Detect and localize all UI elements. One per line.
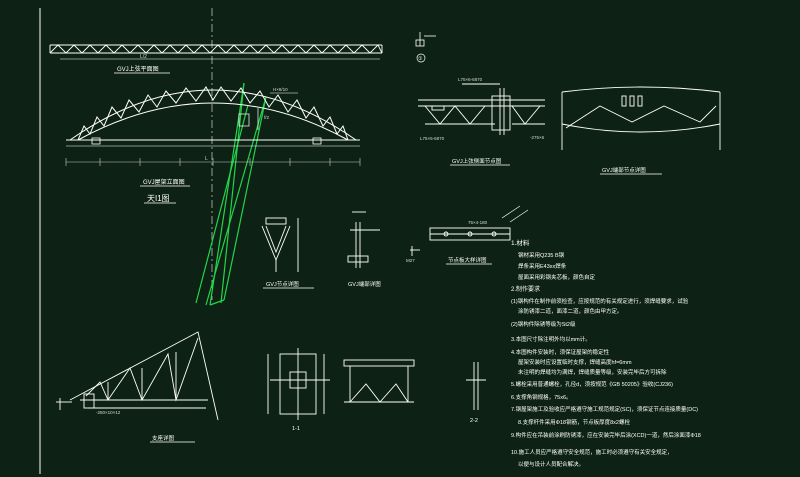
note-10: 10.施工人员应严格遵守安全规范，施工时必须遵守有关安全规定， xyxy=(511,448,673,456)
section-label: 天I1图 xyxy=(147,194,170,203)
section-1-1 xyxy=(267,348,330,420)
support-detail-title: GVJ端部详图 xyxy=(348,280,381,288)
total-span-dim: L xyxy=(205,156,208,162)
section-2-2-title: 2-2 xyxy=(470,418,478,424)
note-5: 5.螺栓采用普通螺栓，孔径d，须按规范《GB 50205》验收(CJ236) xyxy=(511,380,673,388)
note-2c: (2)钢构件除锈等级为St2级 xyxy=(511,320,576,328)
profile-view-title: GVJ端部节点详图 xyxy=(602,166,646,174)
side-connection-view xyxy=(418,83,545,135)
note-8: 8.支撑杆件采用Φ18钢筋，节点板厚度8x2螺栓 xyxy=(518,418,630,426)
note-4b: 未注明的焊缝均为满焊，焊缝质量等级，安装完毕后方可拆除 xyxy=(518,368,667,376)
note-4: 4.本图构件安装时，须保证屋架的稳定性 xyxy=(511,348,610,356)
note-4a: 屋架安装时应设置临时支撑，焊缝高度hf=6mm xyxy=(518,358,632,366)
bolt-dim: M27 xyxy=(406,258,415,263)
section-2-2 xyxy=(343,359,415,403)
support-node-right xyxy=(312,137,322,145)
truss-elevation-title: GVJ屋架立面图 xyxy=(143,178,185,186)
plate-detail xyxy=(410,227,511,256)
plate-dim-1: L75×6-6870 xyxy=(458,77,483,82)
chord-dim: H×8/10 xyxy=(273,87,288,92)
arch-truss xyxy=(66,86,360,147)
notes-block: 1.材料 钢材采用Q235 B钢 焊条采用E43xx焊条 屋面采用彩钢夹芯板，颜… xyxy=(501,205,701,468)
note-7: 7.钢屋架施工及验收应严格遵守施工规范规定(SC)，须保证节点连接质量(DC) xyxy=(511,405,698,413)
profile-view xyxy=(561,86,721,150)
top-span-dim: L/2 xyxy=(140,54,147,60)
plate-dim-2: -275×6 xyxy=(530,135,545,140)
note-1a: 钢材采用Q235 B钢 xyxy=(518,251,565,259)
detail-mark: ① xyxy=(418,56,423,62)
note-1b: 焊条采用E43xx焊条 xyxy=(518,262,567,270)
section-2-2-small xyxy=(466,362,486,410)
node-detail-title: GVJ节点详图 xyxy=(266,280,299,288)
note-2b: 涂防锈漆二道，面漆二道，颜色由甲方定。 xyxy=(518,307,623,315)
end-dim: -250×10×12 xyxy=(96,410,121,415)
note-9: 9.构件应在吊装前涂刷防锈漆，应在安装完毕后涂(XCD)一道，然后涂面漆Φ18 xyxy=(511,431,701,439)
rise-dim: f/2 xyxy=(264,115,270,120)
detail-1 xyxy=(415,32,436,47)
note-10a: 以便与设计人员配合解决。 xyxy=(518,460,584,468)
note-2a: (1)钢构件在制作前须检查，应按规范的有关规定进行，须焊缝要求，试验 xyxy=(511,297,689,305)
support-detail xyxy=(347,211,380,268)
end-truss-title: 支座详图 xyxy=(152,434,175,442)
top-chord-plan xyxy=(49,44,383,60)
node-detail xyxy=(261,217,299,272)
plate-detail-title: 节点板大样详图 xyxy=(448,256,487,264)
base-dim: L75×6-6870 xyxy=(420,136,445,141)
section-1-1-title: 1-1 xyxy=(292,426,300,432)
green-guide-lines xyxy=(195,82,267,306)
side-view-title: GVJ上弦侧面节点图 xyxy=(452,157,502,165)
top-chord-plan-title: GVJ上弦平面图 xyxy=(117,65,159,73)
plate-dim-3: 75×4-180 xyxy=(468,220,488,225)
note-1: 1.材料 xyxy=(511,238,530,247)
note-2: 2.制作要求 xyxy=(511,285,540,293)
note-6: 6.支撑角钢规格，75x6。 xyxy=(511,393,572,401)
end-truss-detail xyxy=(56,331,219,421)
note-1c: 屋面采用彩钢夹芯板，颜色自定 xyxy=(518,273,596,281)
note-3: 3.本图尺寸除注明外均以mm计。 xyxy=(511,335,591,343)
support-node-left xyxy=(91,137,101,145)
